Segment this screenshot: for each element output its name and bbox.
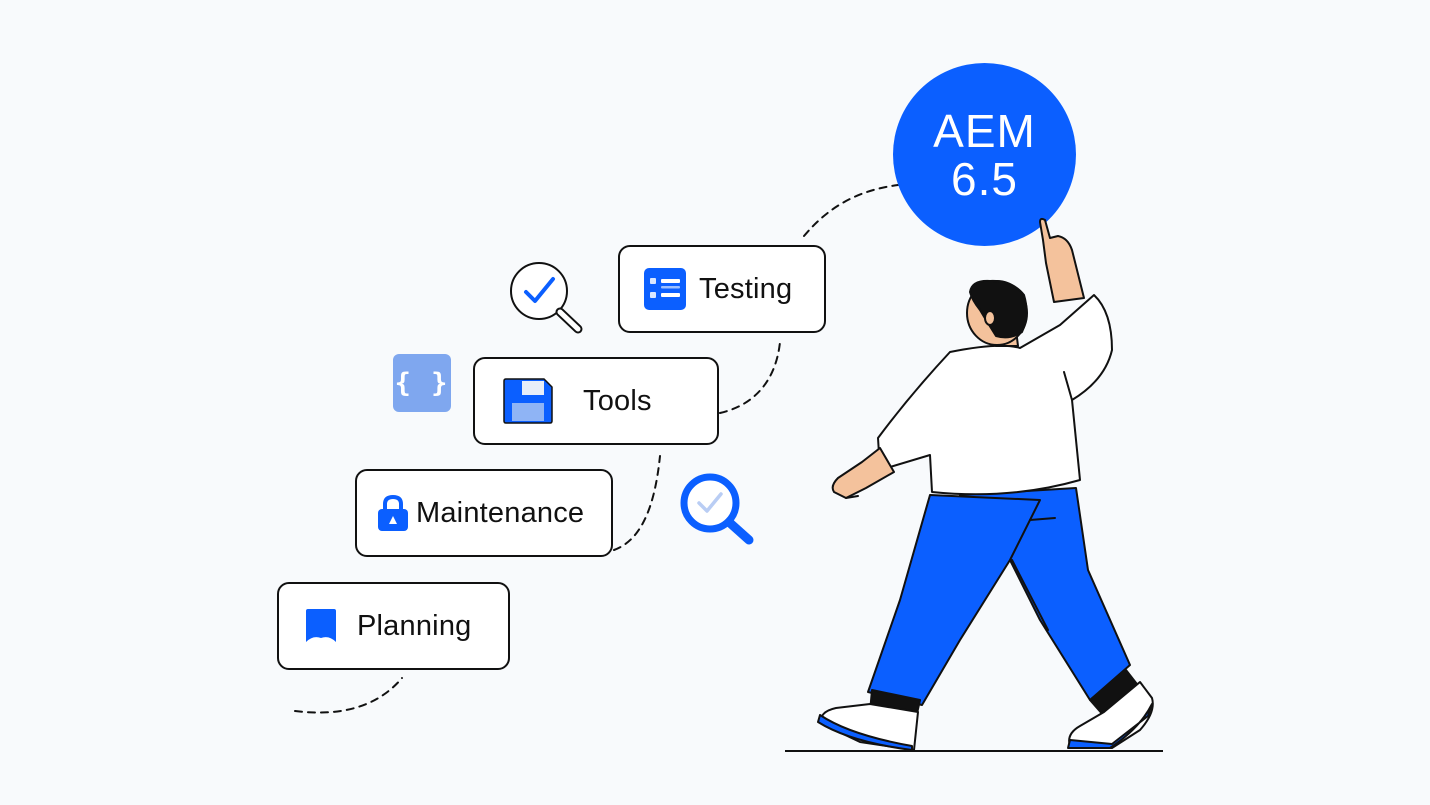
step-card-planning: Planning [277,582,510,670]
lock-icon [377,494,409,532]
floppy-disk-icon [502,377,554,425]
step-label-testing: Testing [699,272,793,305]
step-card-tools: Tools [473,357,719,445]
step-card-testing: Testing [618,245,826,333]
badge-line-2: 6.5 [951,152,1018,205]
bookmark-icon [303,608,339,644]
list-icon [644,268,686,310]
step-label-maintenance: Maintenance [416,496,585,529]
step-card-maintenance: Maintenance [355,469,613,557]
step-label-tools: Tools [583,384,652,417]
badge-line-1: AEM [933,104,1036,157]
step-label-planning: Planning [357,609,472,642]
aem-version-badge: AEM 6.5 [893,63,1076,246]
code-braces-icon: { } [393,354,451,412]
